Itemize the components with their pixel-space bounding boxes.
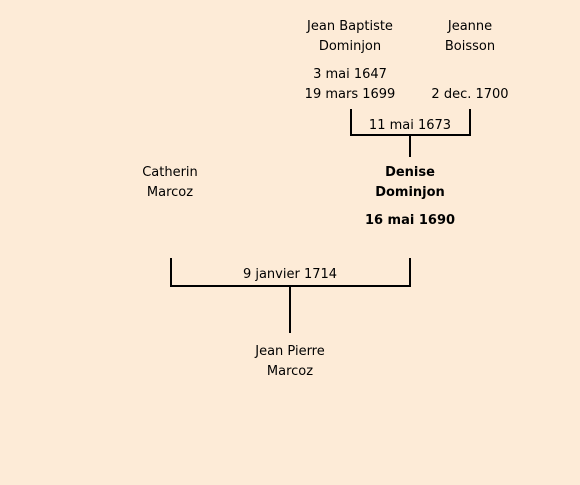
spouse-first-name: Catherin [142, 165, 198, 180]
mother-last-name: Boisson [444, 39, 496, 54]
subject-birth-date: 16 mai 1690 [364, 213, 456, 228]
subject-last-name: Dominjon [375, 185, 445, 200]
father-birth-date: 3 mai 1647 [313, 67, 387, 82]
parents-to-subject-line [409, 136, 411, 157]
mother-death-date: 2 dec. 1700 [431, 87, 509, 102]
marriage-date: 9 janvier 1714 [242, 267, 338, 282]
father-last-name: Dominjon [318, 39, 382, 54]
marriage-bracket-bottom [170, 285, 411, 287]
father-first-name: Jean Baptiste [307, 19, 393, 34]
parents-bracket-bottom [350, 134, 471, 136]
marriage-bracket-left [170, 258, 172, 286]
marriage-bracket-right [409, 258, 411, 286]
mother-first-name: Jeanne [447, 19, 493, 34]
spouse-last-name: Marcoz [146, 185, 194, 200]
father-death-date: 19 mars 1699 [304, 87, 396, 102]
child-last-name: Marcoz [266, 364, 314, 379]
parents-bracket-left [350, 109, 352, 135]
parents-marriage-date: 11 mai 1673 [368, 118, 452, 133]
marriage-to-child-line [289, 287, 291, 333]
parents-bracket-right [469, 109, 471, 135]
subject-first-name: Denise [385, 165, 435, 180]
child-first-name: Jean Pierre [255, 344, 325, 359]
